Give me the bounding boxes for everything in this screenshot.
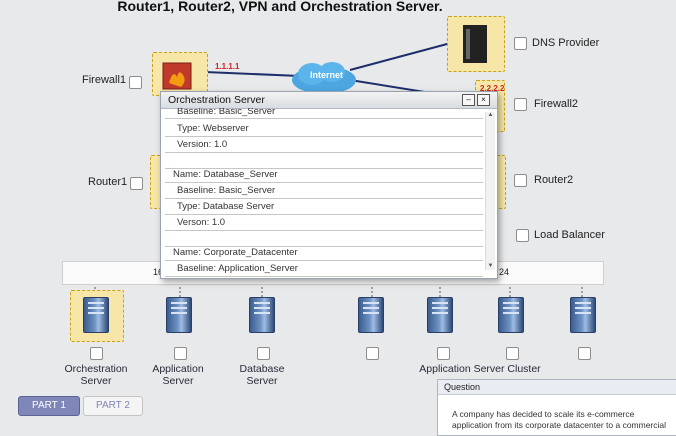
- router1-label: Router1: [88, 176, 128, 188]
- firewall-icon: [162, 62, 192, 90]
- dialog-titlebar[interactable]: Orchestration Server – ×: [161, 92, 497, 109]
- cluster-server-4-checkbox[interactable]: [578, 347, 591, 360]
- orchestration-server-icon: [83, 297, 109, 333]
- cluster-server-3-checkbox[interactable]: [506, 347, 519, 360]
- application-server-checkbox[interactable]: [174, 347, 187, 360]
- scroll-up-arrow-icon[interactable]: ▲: [487, 112, 494, 118]
- orchestration-server-dialog: Orchestration Server – × Baseline: Basic…: [160, 91, 498, 279]
- database-server-checkbox[interactable]: [257, 347, 270, 360]
- dialog-row-1: Type: Webserver: [165, 121, 483, 137]
- dialog-row-4: Name: Database_Server: [165, 167, 483, 183]
- internet-label: Internet: [310, 70, 344, 80]
- dialog-title: Orchestration Server: [168, 94, 265, 106]
- bar-right-label: 24: [499, 267, 510, 277]
- firewall2-checkbox[interactable]: [514, 98, 527, 111]
- cluster-server-2-icon[interactable]: [427, 297, 453, 333]
- load-balancer-label: Load Balancer: [534, 229, 605, 241]
- dialog-row-8: [165, 231, 483, 247]
- router1-checkbox[interactable]: [130, 177, 143, 190]
- application-server-icon[interactable]: [166, 297, 192, 333]
- router2-checkbox[interactable]: [514, 174, 527, 187]
- part1-button[interactable]: PART 1: [18, 396, 80, 416]
- dns-provider-label: DNS Provider: [532, 37, 600, 49]
- load-balancer-checkbox[interactable]: [516, 229, 529, 242]
- dialog-row-0: Baseline: Basic_Server: [165, 108, 483, 119]
- dialog-row-10: Baseline: Application_Server: [165, 261, 483, 277]
- dialog-scrollbar[interactable]: ▲ ▼: [485, 112, 495, 270]
- database-server-label: Database Server: [239, 363, 285, 387]
- orchestration-server-label: Orchestration Server: [64, 363, 128, 387]
- firewall2-label: Firewall2: [534, 98, 579, 110]
- firewall1-node[interactable]: [152, 52, 208, 96]
- close-icon[interactable]: ×: [477, 94, 490, 106]
- minimize-icon[interactable]: –: [462, 94, 475, 106]
- firewall1-label: Firewall1: [82, 74, 127, 86]
- bar-left-label: 16: [153, 267, 164, 277]
- question-panel: Question A company has decided to scale …: [437, 379, 676, 436]
- internet-cloud-icon: [292, 62, 356, 94]
- question-title: Question: [438, 380, 676, 395]
- cluster-server-4-icon[interactable]: [570, 297, 596, 333]
- dialog-row-6: Type: Database Server: [165, 199, 483, 215]
- cluster-server-1-checkbox[interactable]: [366, 347, 379, 360]
- dialog-row-5: Baseline: Basic_Server: [165, 183, 483, 199]
- page-title: Router1, Router2, VPN and Orchestration …: [117, 0, 443, 14]
- dns-provider-node[interactable]: [447, 16, 505, 72]
- cluster-server-1-icon[interactable]: [358, 297, 384, 333]
- question-text: A company has decided to scale its e-com…: [452, 409, 667, 430]
- router2-label: Router2: [534, 174, 574, 186]
- dns-provider-checkbox[interactable]: [514, 37, 527, 50]
- cluster-server-3-icon[interactable]: [498, 297, 524, 333]
- dialog-row-3: [165, 153, 483, 169]
- firewall1-checkbox[interactable]: [129, 76, 142, 89]
- database-server-icon[interactable]: [249, 297, 275, 333]
- dialog-row-2: Version: 1.0: [165, 137, 483, 153]
- dialog-row-9: Name: Corporate_Datacenter: [165, 245, 483, 261]
- dns-server-icon: [463, 25, 487, 63]
- ip-address-left: 1.1.1.1: [215, 62, 240, 71]
- orchestration-server-checkbox[interactable]: [90, 347, 103, 360]
- application-server-cluster-label: Application Server Cluster: [419, 363, 541, 375]
- ip-address-right: 2.2.2.2: [480, 84, 505, 93]
- application-server-label: Application Server: [152, 363, 204, 387]
- dialog-row-7: Verson: 1.0: [165, 215, 483, 231]
- part2-button[interactable]: PART 2: [83, 396, 143, 416]
- cluster-server-2-checkbox[interactable]: [437, 347, 450, 360]
- scroll-down-arrow-icon[interactable]: ▼: [487, 263, 494, 269]
